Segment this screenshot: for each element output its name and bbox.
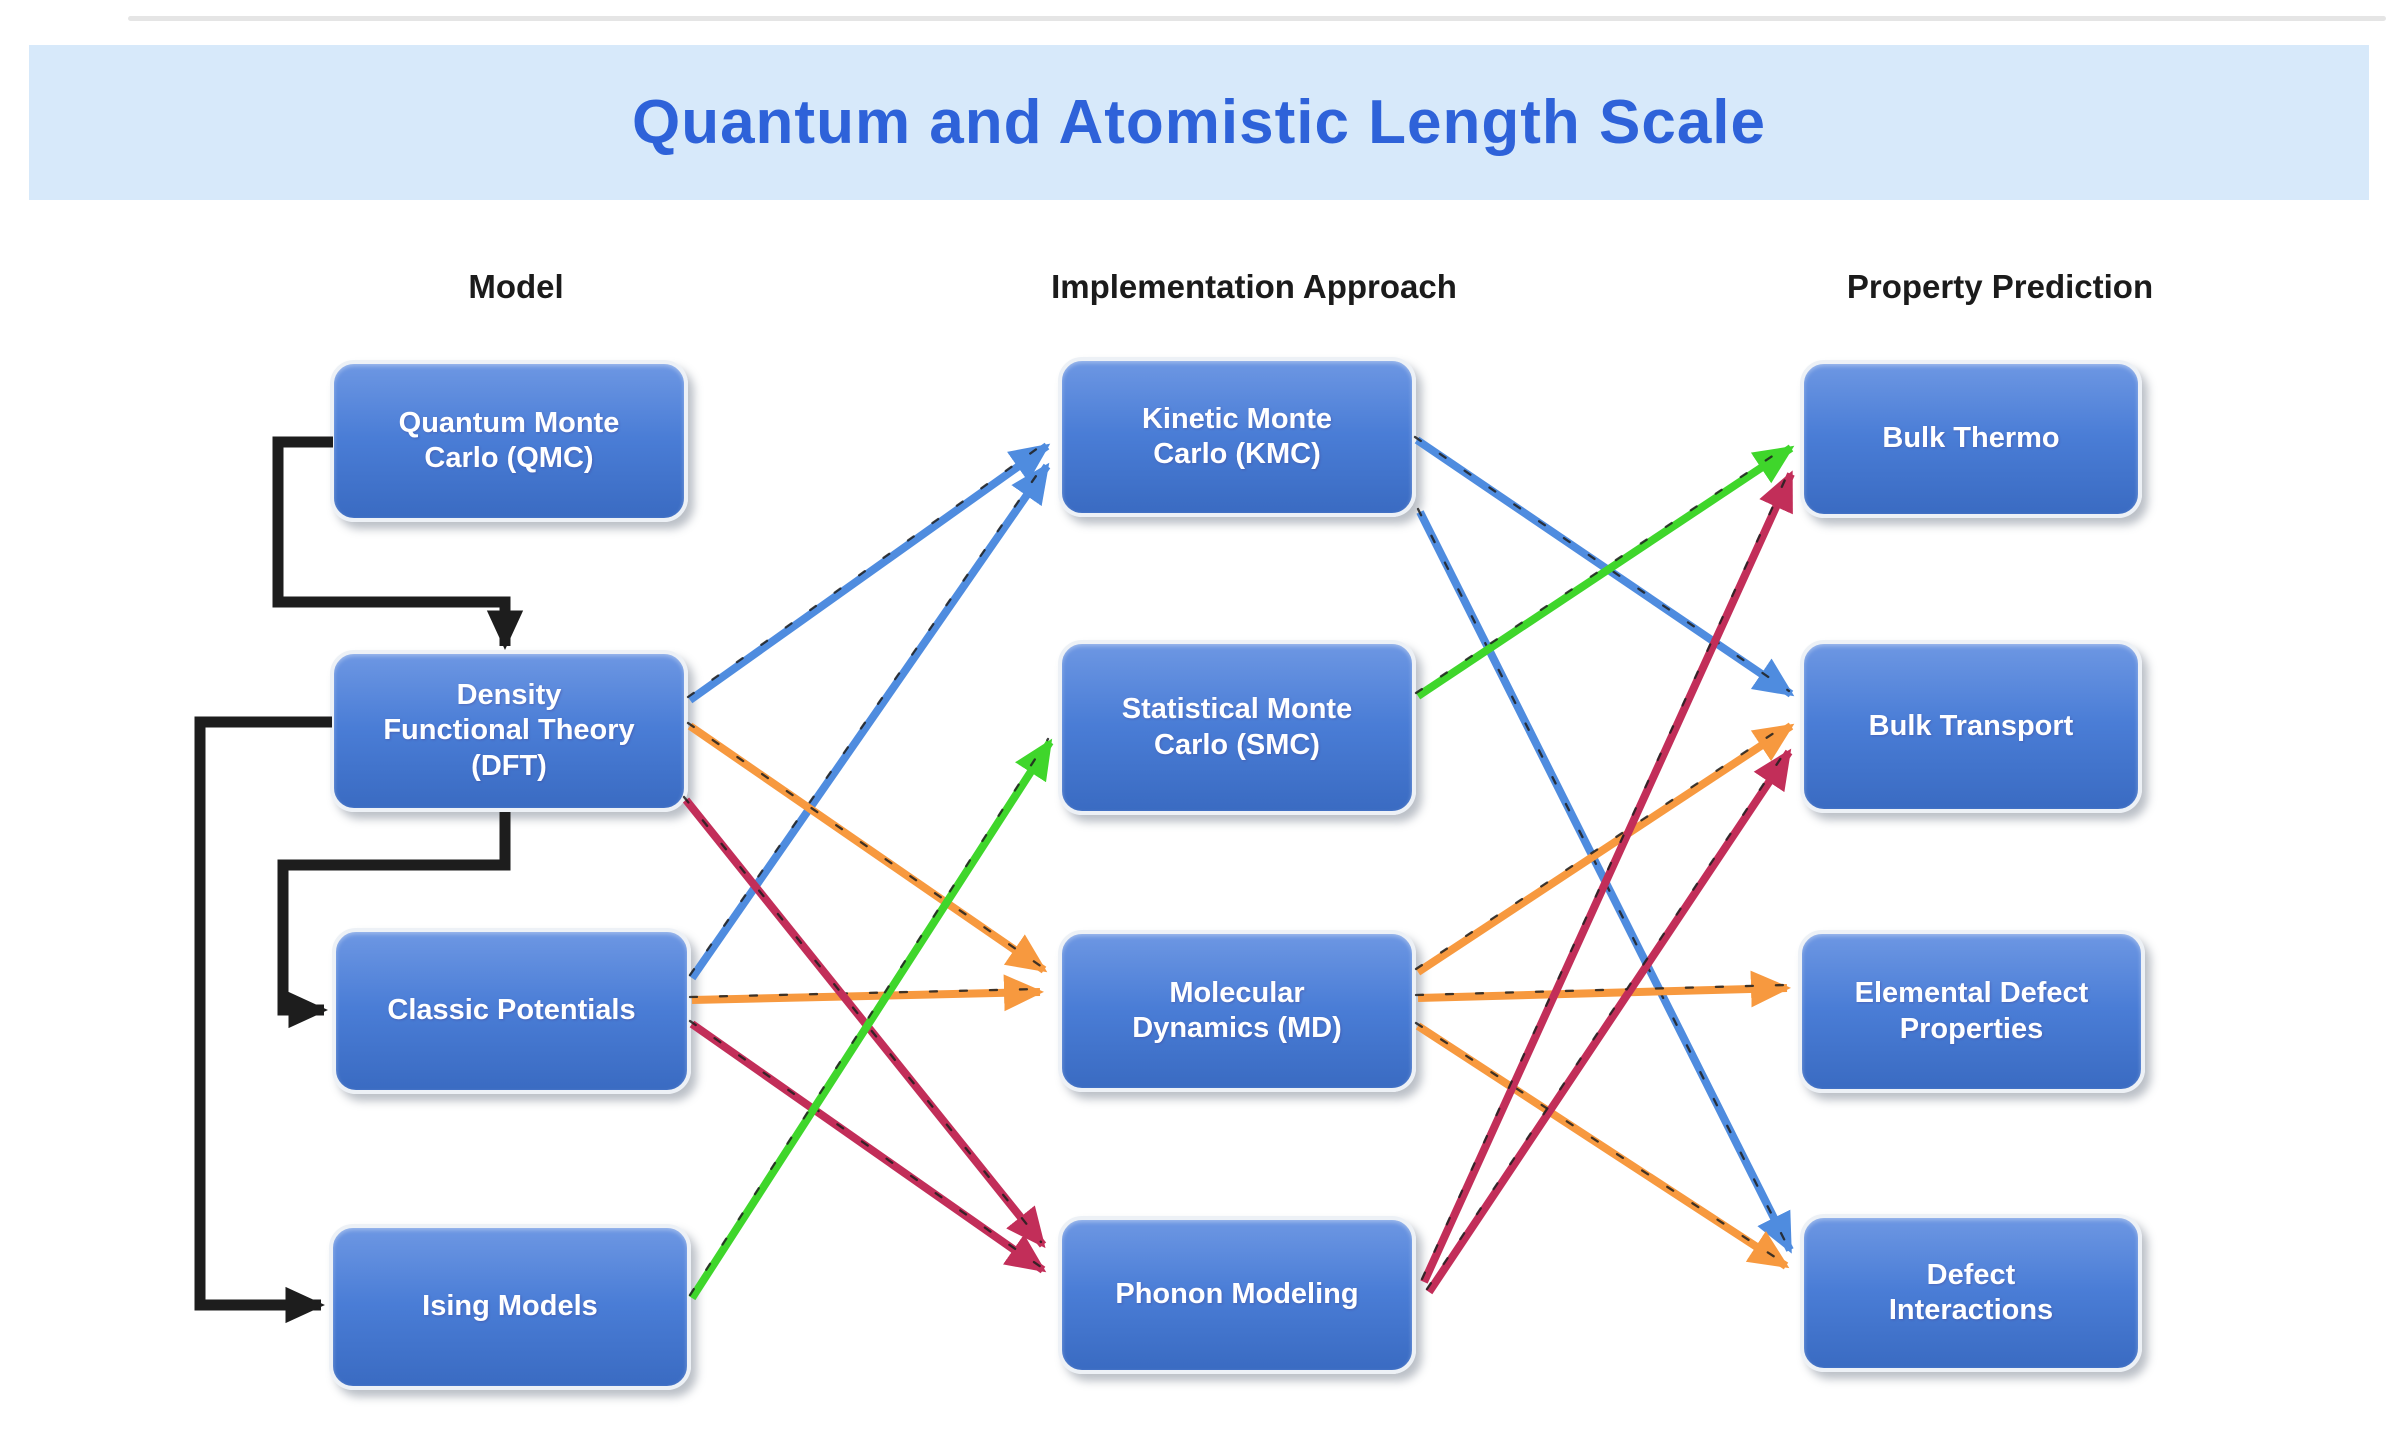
node-quantum-monte-carlo: Quantum Monte Carlo (QMC) (330, 360, 688, 522)
edge-dft-ising (194, 716, 332, 1324)
edge-md-transport (1415, 722, 1795, 976)
node-label: Elemental Defect Properties (1854, 977, 2089, 1045)
node-label: Defect Interactions (1888, 1258, 2054, 1326)
edge-dft-md (687, 722, 1048, 974)
node-phonon-modeling: Phonon Modeling (1058, 1216, 1416, 1374)
node-bulk-thermo: Bulk Thermo (1800, 360, 2142, 518)
edge-shadow-classic-phonon (688, 1019, 1043, 1269)
edge-shadow-ising-smc (688, 737, 1050, 1297)
edge-shadow-dft-kmc (686, 441, 1047, 699)
edge-classic-kmc (688, 462, 1051, 981)
edge-shadow-dft-phonon (682, 795, 1043, 1244)
node-density-functional-theory: Density Functional Theory (DFT) (330, 650, 688, 812)
edge-qmc-dft (272, 436, 524, 650)
column-header-property-prediction: Property Prediction (1846, 268, 2154, 305)
title-banner: Quantum and Atomistic Length Scale (29, 45, 2369, 200)
page-edge-line (128, 16, 2386, 21)
edge-ising-smc (688, 738, 1054, 1301)
edge-classic-phonon (689, 1020, 1047, 1274)
node-label: Bulk Thermo (1882, 422, 2060, 455)
diagram-title: Quantum and Atomistic Length Scale (631, 88, 1767, 157)
edge-kmc-transport (1414, 436, 1795, 698)
edge-shadow-md-defect (1414, 1021, 1786, 1265)
node-defect-interactions: Defect Interactions (1800, 1214, 2142, 1372)
edge-classic-md (691, 974, 1044, 1012)
edge-shadow-phonon-transport (1425, 747, 1789, 1291)
edge-phonon-transport (1425, 748, 1793, 1295)
node-label: Classic Potentials (387, 994, 636, 1027)
edge-shadow-dft-md (686, 721, 1044, 969)
node-label: Bulk Transport (1868, 709, 2074, 742)
edge-dft-kmc (687, 442, 1051, 704)
column-header-implementation-approach: Implementation Approach (1051, 268, 1457, 305)
node-label: Molecular Dynamics (MD) (1132, 976, 1342, 1044)
node-elemental-defect-properties: Elemental Defect Properties (1798, 930, 2145, 1093)
edge-md-elemental (1417, 970, 1791, 1008)
node-label: Phonon Modeling (1115, 1278, 1359, 1311)
edge-shadow-md-elemental (1414, 983, 1787, 997)
node-statistical-monte-carlo: Statistical Monte Carlo (SMC) (1058, 640, 1416, 815)
node-bulk-transport: Bulk Transport (1800, 640, 2142, 813)
node-molecular-dynamics: Molecular Dynamics (MD) (1058, 930, 1416, 1092)
node-label: Ising Models (422, 1290, 598, 1323)
edge-md-defect (1415, 1022, 1790, 1270)
node-label: Kinetic Monte Carlo (KMC) (1141, 402, 1333, 470)
node-label: Quantum Monte Carlo (QMC) (398, 406, 620, 474)
node-kinetic-monte-carlo: Kinetic Monte Carlo (KMC) (1058, 357, 1416, 517)
node-label: Statistical Monte Carlo (SMC) (1121, 693, 1353, 761)
edge-smc-thermo (1415, 444, 1795, 700)
node-classic-potentials: Classic Potentials (332, 928, 691, 1094)
node-label: Density Functional Theory (DFT) (383, 678, 635, 782)
edge-dft-classic (277, 812, 511, 1029)
edge-phonon-thermo (1420, 470, 1795, 1284)
column-header-model: Model (468, 268, 564, 305)
node-ising-models: Ising Models (329, 1224, 691, 1390)
